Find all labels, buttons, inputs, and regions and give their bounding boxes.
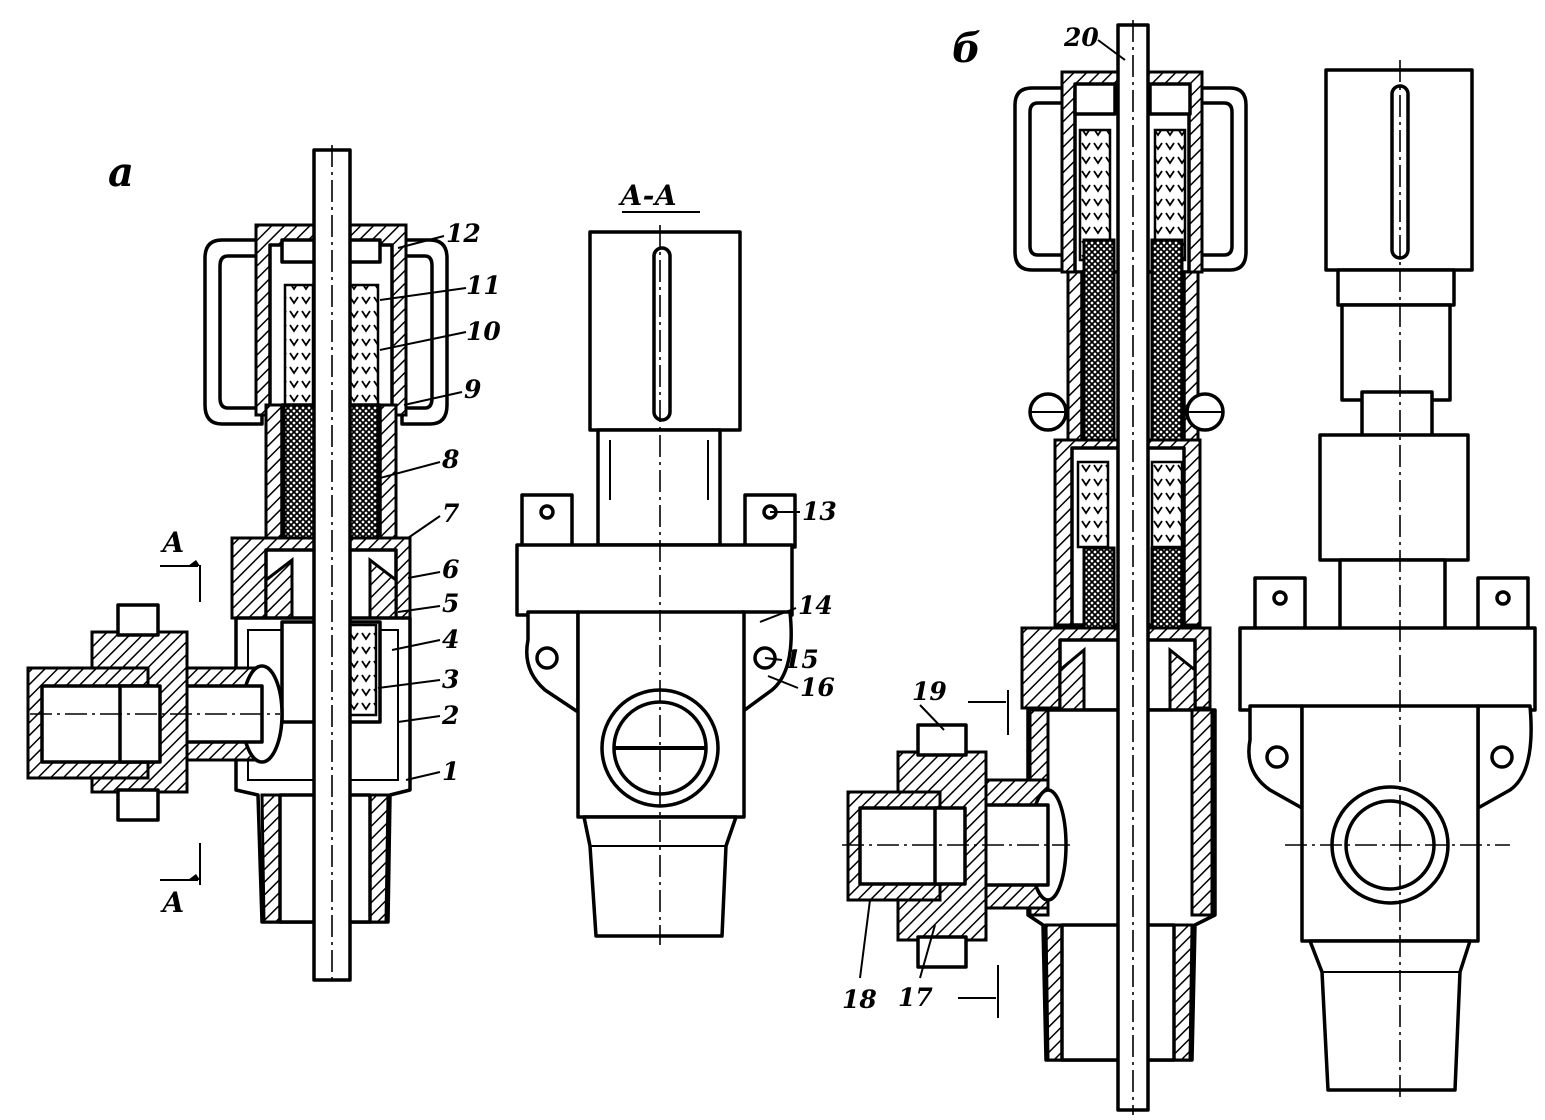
part-label-1: 1 [442, 757, 459, 786]
part-label-19: 19 [912, 677, 947, 706]
part-label-3: 3 [442, 665, 459, 694]
part-label-6: 6 [442, 555, 459, 584]
view-a: А А а [26, 145, 449, 985]
caption-view-b: б [952, 25, 981, 72]
part-label-7: 7 [442, 499, 460, 528]
collar-aa [515, 543, 794, 617]
part-label-13: 13 [802, 497, 837, 526]
view-section-aa: А-А [515, 179, 797, 945]
handle-a [203, 238, 264, 426]
part-label-8: 8 [441, 445, 459, 474]
part-label-15: 15 [784, 645, 819, 674]
caption-view-a: а [108, 149, 134, 196]
section-marker-top-a: А [160, 526, 185, 559]
part-label-14: 14 [798, 591, 833, 620]
part-labels: 1 2 3 4 5 6 7 8 9 10 11 12 13 14 15 16 1… [441, 23, 1099, 1014]
section-marker-bottom-a: А [160, 886, 185, 919]
part-label-17: 17 [898, 983, 933, 1012]
part-label-20: 20 [1063, 23, 1099, 52]
part-label-4: 4 [442, 625, 459, 654]
part-label-10: 10 [466, 317, 501, 346]
handle-b [1013, 86, 1070, 272]
part-label-5: 5 [442, 589, 459, 618]
caption-section-aa: А-А [618, 179, 677, 212]
collar-ext [1238, 626, 1537, 712]
part-label-12: 12 [446, 219, 481, 248]
part-label-11: 11 [466, 271, 501, 300]
view-b: б [842, 20, 1248, 1115]
leader-lines [377, 39, 1126, 979]
part-label-18: 18 [842, 985, 877, 1014]
part-label-16: 16 [800, 673, 835, 702]
part-label-2: 2 [441, 701, 459, 730]
view-b-exterior [1238, 60, 1537, 1098]
part-label-9: 9 [464, 375, 481, 404]
